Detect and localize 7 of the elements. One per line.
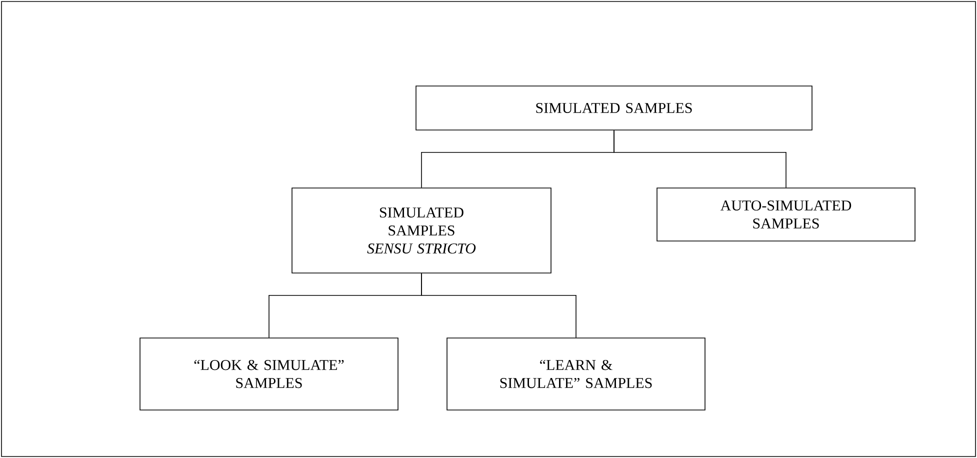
text-box: AUTO-SIMULATED SAMPLES: [656, 188, 916, 242]
text-box: SIMULATED SAMPLES SENSU STRICTO: [292, 188, 552, 274]
text-box: “LOOK & SIMULATE” SAMPLES: [140, 338, 398, 410]
connector: [614, 130, 786, 188]
text-box: “LEARN & SIMULATE” SAMPLES: [446, 338, 706, 410]
text-box: SIMULATED SAMPLES: [416, 86, 812, 130]
connector: [421, 273, 576, 338]
